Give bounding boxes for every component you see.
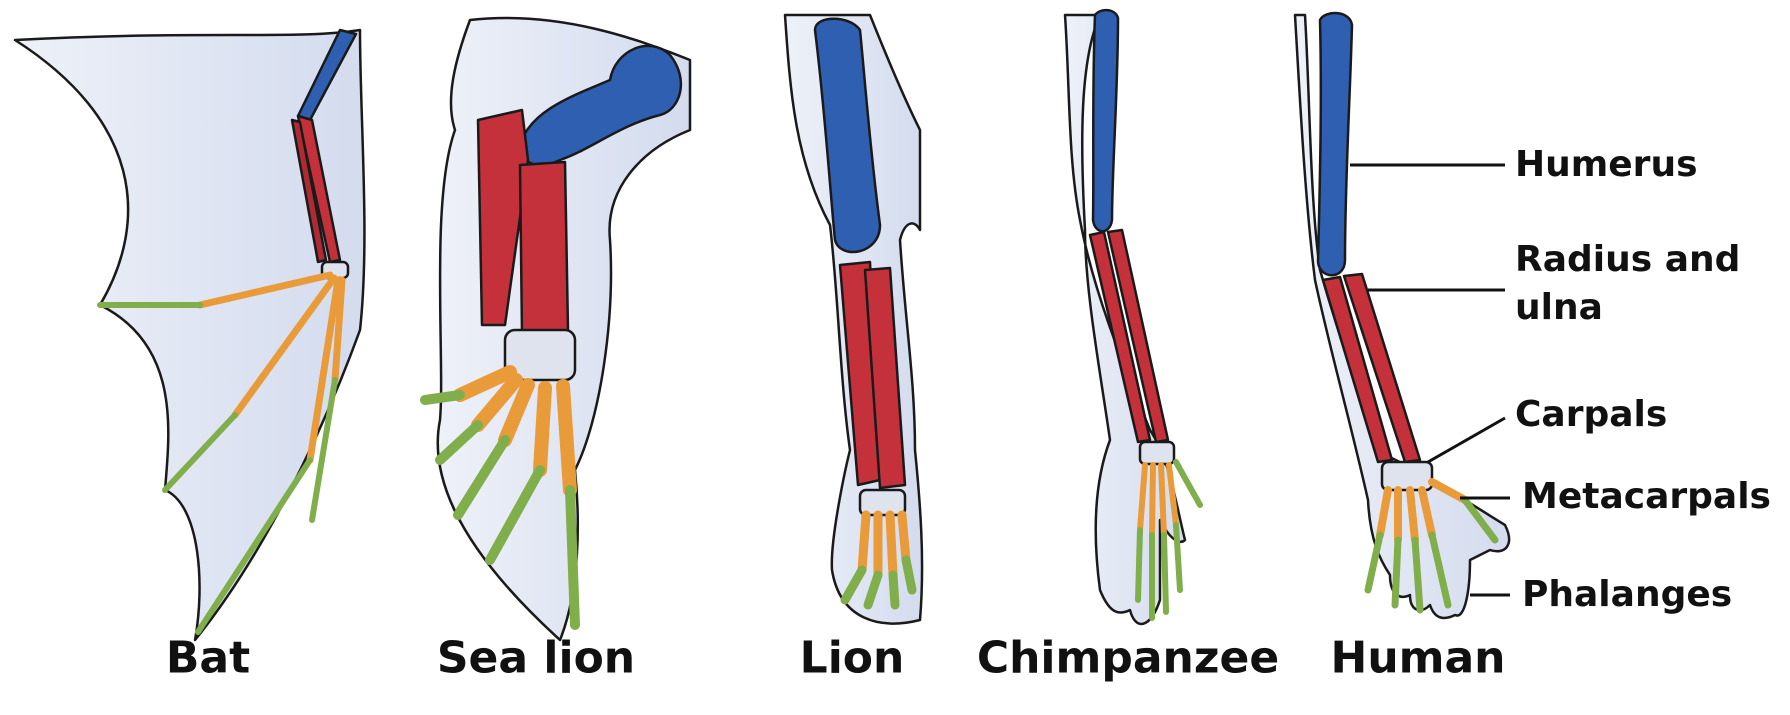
label-humerus: Humerus (1515, 140, 1698, 190)
bat-forelimb (15, 30, 364, 640)
label-radius-ulna-line2: ulna (1515, 283, 1603, 333)
carpals-leader (1428, 418, 1505, 462)
caption-human: Human (1330, 633, 1505, 684)
sea-lion-forelimb (425, 18, 690, 640)
chimpanzee-carpals (1140, 442, 1174, 464)
sea-lion-radius (520, 162, 568, 335)
caption-bat: Bat (166, 633, 250, 684)
label-carpals: Carpals (1515, 390, 1667, 440)
chimpanzee-humerus (1093, 10, 1118, 231)
caption-lion: Lion (800, 633, 905, 684)
human-humerus (1318, 13, 1352, 275)
human-carpals (1382, 462, 1432, 490)
chimpanzee-arm-skin (1065, 15, 1185, 624)
label-radius-ulna-line1: Radius and (1515, 235, 1740, 285)
label-metacarpals: Metacarpals (1522, 472, 1771, 522)
caption-sea-lion: Sea lion (437, 633, 635, 684)
label-phalanges: Phalanges (1522, 570, 1732, 620)
chimpanzee-forelimb (1065, 10, 1200, 624)
human-forelimb (1295, 13, 1509, 618)
caption-chimpanzee: Chimpanzee (977, 633, 1279, 684)
lion-forelimb (785, 15, 922, 623)
